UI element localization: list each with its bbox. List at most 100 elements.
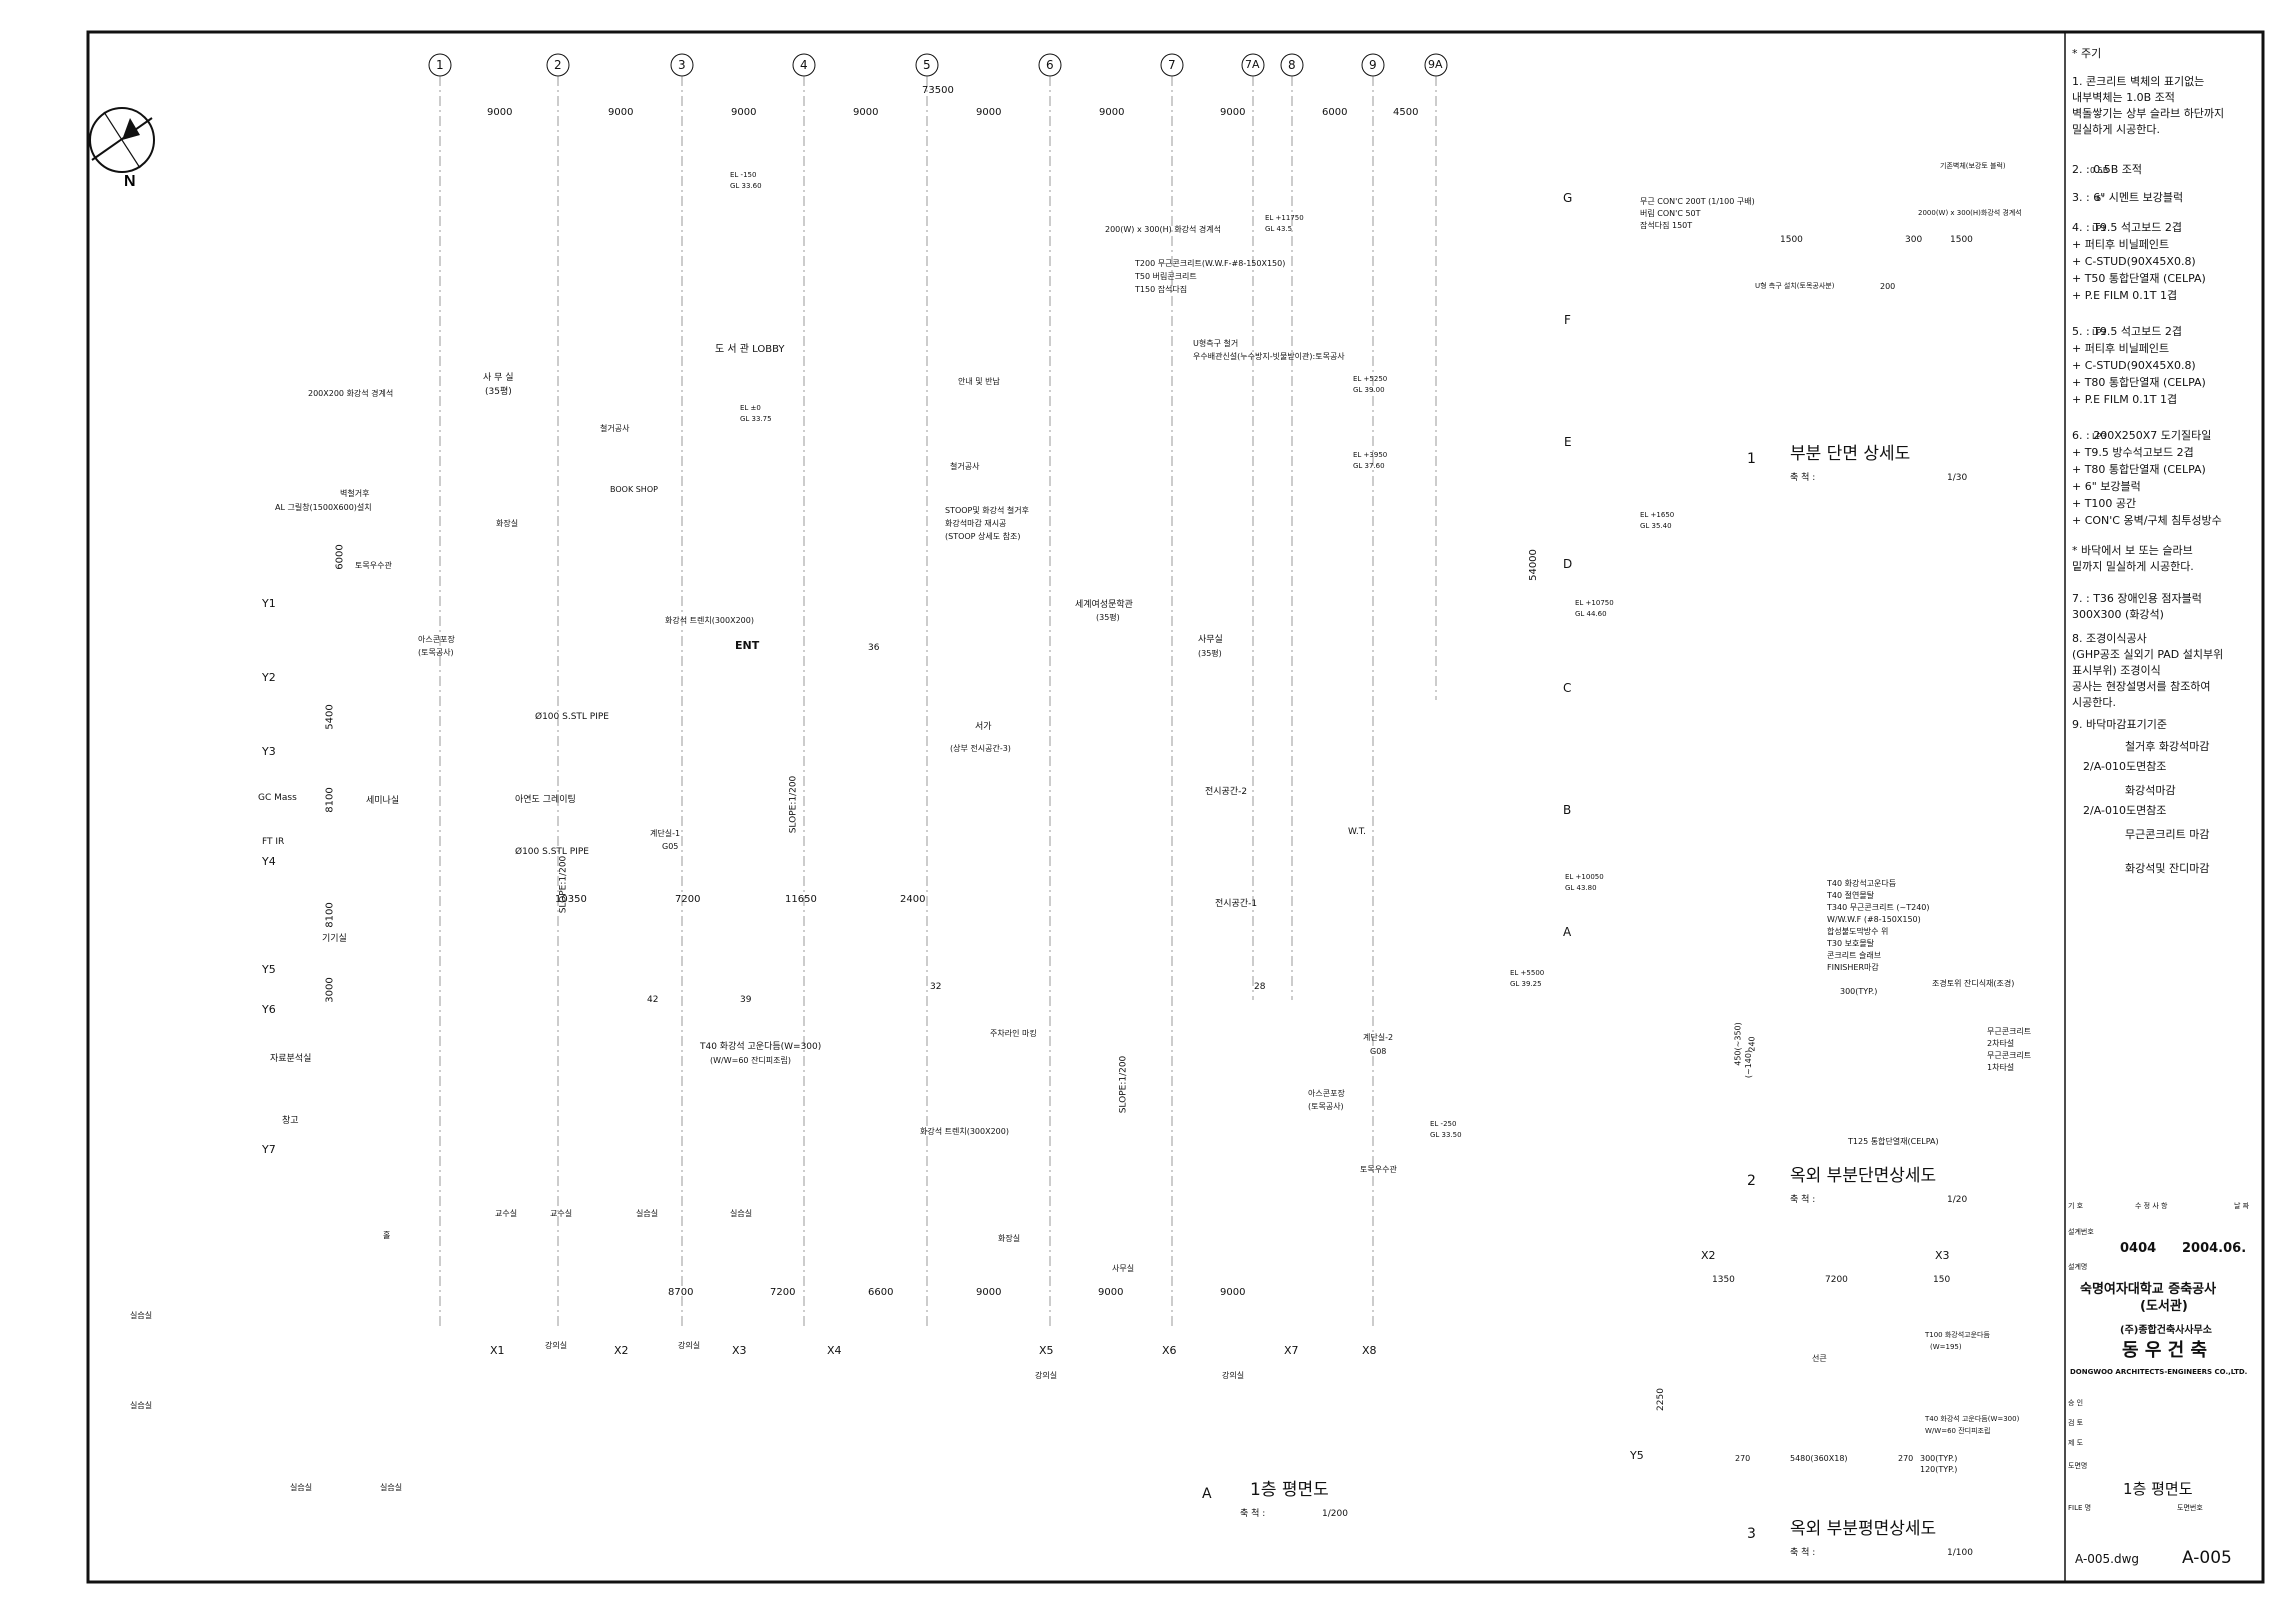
note-line-2: 내부벽체는 1.0B 조적 — [2072, 91, 2175, 104]
detail2-note-5: 합성불도막방수 위 — [1827, 927, 1889, 936]
gl-3900: GL 39.00 — [1353, 386, 1385, 394]
detail1-dim-2: 1500 — [1950, 235, 1973, 245]
detail3-scale-label: 축 척 : — [1790, 1548, 1816, 1558]
detail2-right-1: 조경토위 잔디식재(조경) — [1932, 979, 2015, 988]
dim-28: 28 — [1254, 982, 1266, 992]
room-lab3: 실습실 — [290, 1483, 313, 1492]
row-d: D — [1563, 557, 1573, 571]
svg-text:N: N — [124, 173, 136, 190]
detail3-bdim-1: 270 — [1735, 1454, 1751, 1463]
row-x2: X2 — [614, 1344, 629, 1357]
dim-total: 73500 — [922, 85, 954, 96]
granite-note2: (W/W=60 잔디피조립) — [710, 1056, 791, 1065]
gutter-label: U형측구 철거 — [1193, 339, 1239, 348]
room-lobby: 도 서 관 LOBBY — [715, 344, 785, 355]
stoop-label3: (STOOP 상세도 참조) — [945, 532, 1021, 541]
detail1-dim-h: 200 — [1880, 282, 1896, 291]
dim-39: 39 — [740, 995, 752, 1005]
detail2-note-2: T40 절연몰탈 — [1827, 891, 1875, 900]
detail2-dim-1: 450(~350) — [1733, 1022, 1743, 1066]
row-e: E — [1564, 435, 1572, 449]
dim-left-3: 3000 — [324, 977, 336, 1003]
room-g05: G05 — [662, 842, 679, 851]
note-line-25: 7. : T36 장애인용 점자블럭 — [2072, 592, 2202, 605]
note-line-4: 밀실하게 시공한다. — [2072, 123, 2160, 136]
detail2-title: 옥외 부분단면상세도 — [1790, 1166, 1937, 1186]
project-sub: (도서관) — [2140, 1299, 2188, 1314]
approve-row-3: 제 도 — [2068, 1439, 2084, 1447]
dim-left-2: 8100 — [324, 902, 336, 928]
row-b: B — [1563, 803, 1572, 817]
el-10050: EL +10050 — [1565, 873, 1604, 881]
note-line-11: + P.E FILM 0.1T 1겹 — [2072, 289, 2178, 302]
room-stair1: 계단실-1 — [650, 829, 681, 838]
room-toilet: 화장실 — [496, 519, 519, 528]
note-tag-6: LP3 — [2092, 432, 2107, 441]
row-y1: Y1 — [262, 597, 276, 610]
grid-columns — [428, 53, 1448, 1330]
sheet-label: 도면번호 — [2177, 1504, 2203, 1512]
detail3-scale: 1/100 — [1947, 1548, 1973, 1558]
room-office2: 사무실 — [1198, 635, 1223, 645]
room-reception: 안내 및 반납 — [958, 377, 1000, 386]
pipe1: Ø100 S.STL PIPE — [535, 712, 609, 722]
col-8: 8 — [1288, 58, 1296, 72]
note-line-6: 3. : 6" 시멘트 보강블럭 — [2072, 191, 2184, 204]
detail3-grid-b: X3 — [1935, 1249, 1950, 1262]
detail2-marker-label: 2 — [1747, 1173, 1756, 1189]
room-toilet2: 화장실 — [998, 1234, 1021, 1243]
note-line-32: 9. 바닥마감표기기준 — [2072, 718, 2167, 731]
note-line-8: + 퍼티후 비닐페인트 — [2072, 238, 2170, 251]
dim-36: 36 — [868, 643, 880, 653]
detail2-note-8: FINISHER마감 — [1827, 963, 1879, 972]
stoop-label2: 화강석마감 재시공 — [945, 519, 1007, 528]
gl-3360: GL 33.60 — [730, 182, 762, 190]
note-line-1: 1. 콘크리트 벽체의 표기없는 — [2072, 75, 2205, 88]
detail1-scale: 1/30 — [1947, 473, 1968, 483]
rev-header-3: 날 짜 — [2234, 1202, 2250, 1210]
gl-3925: GL 39.25 — [1510, 980, 1542, 988]
dim-32: 32 — [930, 982, 942, 992]
legend-sub-2: 2/A-010도면참조 — [2083, 804, 2167, 817]
el-10750: EL +10750 — [1575, 599, 1614, 607]
drawing-name-label: 도면명 — [2068, 1462, 2088, 1470]
detail3-grid-a: X2 — [1701, 1249, 1716, 1262]
note-tag-4: LP1 — [2092, 224, 2107, 233]
col-4: 4 — [800, 58, 808, 72]
note-line-7: 4. : T9.5 석고보드 2겹 — [2072, 221, 2182, 234]
dim-right-total: 54000 — [1527, 549, 1539, 581]
detail1-label-r: 2000(W) x 300(H)화강석 경계석 — [1918, 209, 2022, 217]
notes-title: * 주기 — [2072, 47, 2102, 60]
legend-label-4: 화강석및 잔디마감 — [2125, 862, 2210, 875]
dim-8700: 8700 — [668, 1287, 694, 1298]
room-lab1: 실습실 — [130, 1311, 153, 1320]
main-title-scale: 1/200 — [1322, 1509, 1348, 1519]
floor-t200: T200 무근콘크리트(W.W.F-#8-150X150) — [1135, 259, 1286, 268]
detail3-room: 선큰 — [1812, 1354, 1827, 1363]
detail2-note-4: W/W.W.F (#8-150X150) — [1827, 915, 1921, 924]
note-line-28: (GHP공조 실외기 PAD 설치부위 — [2072, 648, 2224, 661]
rev-header-2: 수 정 사 항 — [2135, 1202, 2168, 1210]
col-7: 7 — [1168, 58, 1176, 72]
room-hall: 홀 — [383, 1231, 391, 1240]
slope3: SLOPE:1/200 — [1118, 1055, 1129, 1114]
floor-t50: T50 버림콘크리트 — [1135, 272, 1197, 281]
room-g08: G08 — [1370, 1047, 1387, 1056]
row-g: G — [1563, 191, 1573, 205]
room-bookshop: BOOK SHOP — [610, 485, 658, 494]
note-line-19: + T80 통합단열재 (CELPA) — [2072, 463, 2206, 476]
detail3-dim-2: 7200 — [1825, 1275, 1848, 1285]
detail1-dim-1: 1500 — [1780, 235, 1803, 245]
detail3-note-4: W/W=60 잔디피조립 — [1925, 1427, 1991, 1435]
detail3-bdim-5: 120(TYP.) — [1920, 1465, 1958, 1474]
detail2-right-4: 무근콘크리트 — [1987, 1051, 2032, 1060]
note-line-9: + C-STUD(90X45X0.8) — [2072, 255, 2196, 268]
room-office1: 사 무 실 — [483, 373, 514, 383]
detail2-right-3: 2차타설 — [1987, 1039, 2015, 1048]
room-data-analysis: 자료분석실 — [270, 1054, 312, 1064]
gl-3350: GL 33.50 — [1430, 1131, 1462, 1139]
drawing-no: 0404 — [2120, 1241, 2157, 1256]
rev-header-1: 기 호 — [2068, 1202, 2084, 1210]
note-line-26: 300X300 (화강석) — [2072, 608, 2164, 621]
main-title-marker-label: A — [1202, 1486, 1212, 1502]
